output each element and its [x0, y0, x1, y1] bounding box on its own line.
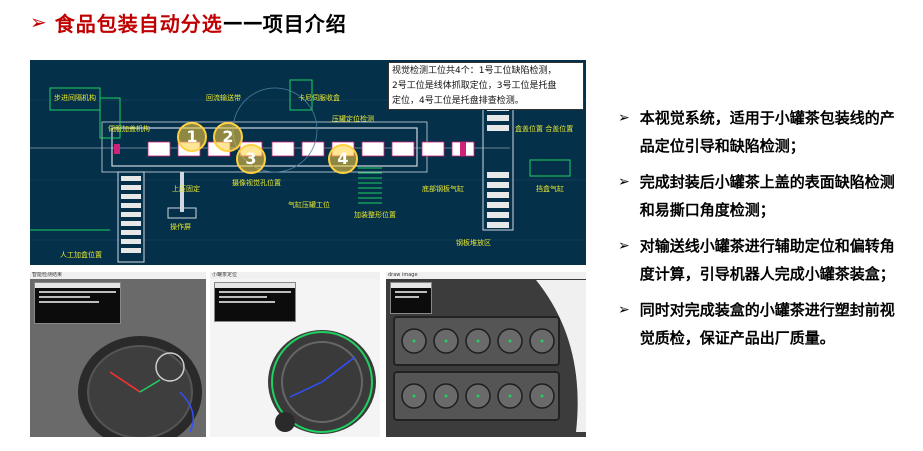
title-dash: ——	[222, 10, 263, 34]
inspection-screenshot-1: 智能检测结果	[30, 272, 206, 437]
label-bottom-cyl: 底部钢板气缸	[422, 185, 464, 193]
station-callout: 视觉检测工位共4个：1号工位缺陷检测， 2号工位是线体抓取定位，3号工位是托盘 …	[388, 62, 584, 110]
window-titlebar: 智能检测结果	[30, 272, 206, 279]
window-titlebar: draw image	[386, 272, 586, 279]
station-3-marker: 3	[236, 144, 266, 174]
right-magazine	[487, 105, 509, 228]
production-line-schematic: 视觉检测工位共4个：1号工位缺陷检测， 2号工位是线体抓取定位，3号工位是托盘 …	[30, 60, 586, 265]
label-step: 步进间隔机构	[54, 94, 96, 102]
bullet-text: 对输送线小罐茶进行辅助定位和偏转角度计算，引导机器人完成小罐茶装盒；	[639, 237, 895, 283]
label-shaping: 加装整形位置	[354, 211, 396, 219]
title-arrow-icon: ➢	[30, 10, 47, 34]
label-steel: 钢板堆放区	[456, 239, 491, 247]
title-subtitle: 项目介绍	[262, 11, 347, 36]
inspection-screenshot-3: draw image	[386, 272, 586, 437]
tray-image	[393, 280, 586, 432]
list-item: ➢ 本视觉系统，适用于小罐茶包装线的产品定位引导和缺陷检测；	[618, 104, 908, 160]
list-item: ➢ 对输送线小罐茶进行辅助定位和偏转角度计算，引导机器人完成小罐茶装盒；	[618, 232, 908, 288]
label-block: 挡盒气缸	[536, 185, 564, 193]
callout-line: 定位，4号工位是托盘排查检测。	[392, 96, 524, 106]
slide-title: ➢ 食品包装自动分选 —— 项目介绍	[30, 6, 347, 38]
bullet-text: 本视觉系统，适用于小罐茶包装线的产品定位引导和缺陷检测；	[639, 109, 895, 155]
console-window	[390, 282, 432, 314]
label-camera: 摄像视觉孔位置	[232, 179, 281, 187]
callout-line: 2号工位是线体抓取定位，3号工位是托盘	[392, 81, 557, 91]
station-1-marker: 1	[177, 122, 207, 152]
label-press-detect: 压罐定位检测	[332, 115, 374, 123]
bullet-text: 完成封装后小罐茶上盖的表面缺陷检测和易撕口角度检测；	[639, 173, 895, 219]
callout-line: 视觉检测工位共4个：1号工位缺陷检测，	[392, 66, 557, 76]
can-position-image	[268, 330, 376, 434]
station-4-marker: 4	[328, 144, 358, 174]
bullet-text: 同时对完成装盒的小罐茶进行塑封前视觉质检，保证产品出厂质量。	[639, 301, 895, 347]
label-return: 回流输送带	[206, 94, 241, 102]
inspection-screenshot-2: 小罐茶定位	[210, 272, 380, 437]
feature-list: ➢ 本视觉系统，适用于小罐茶包装线的产品定位引导和缺陷检测； ➢ 完成封装后小罐…	[618, 104, 908, 360]
label-servo-box: 卡尼伺服收盒	[298, 94, 340, 102]
title-main: 食品包装自动分选	[54, 11, 223, 36]
label-manual: 人工加盒位置	[60, 251, 102, 259]
label-press-fix: 上压固定	[172, 185, 200, 193]
console-window	[214, 282, 296, 322]
bullet-arrow-icon: ➢	[618, 302, 630, 318]
label-lid: 盒盖位置 合盖位置	[515, 125, 574, 133]
console-window	[34, 282, 121, 324]
station-2-marker: 2	[213, 122, 243, 152]
bullet-arrow-icon: ➢	[618, 174, 630, 190]
label-cap: 伺服加盖机构	[108, 125, 150, 133]
bullet-arrow-icon: ➢	[618, 238, 630, 254]
bullet-arrow-icon: ➢	[618, 110, 630, 126]
list-item: ➢ 完成封装后小罐茶上盖的表面缺陷检测和易撕口角度检测；	[618, 168, 908, 224]
tray-stack	[358, 167, 382, 204]
list-item: ➢ 同时对完成装盒的小罐茶进行塑封前视觉质检，保证产品出厂质量。	[618, 296, 908, 352]
window-titlebar: 小罐茶定位	[210, 272, 380, 279]
can-top-image	[78, 336, 202, 437]
label-cylinder: 气缸压罐工位	[288, 201, 330, 209]
left-magazine	[117, 171, 145, 263]
label-screen: 操作屏	[170, 223, 191, 231]
conveyor-frame	[111, 127, 418, 167]
